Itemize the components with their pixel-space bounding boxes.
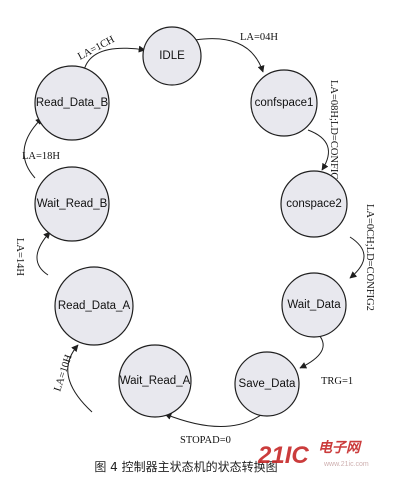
state-label: Wait_Data	[287, 299, 341, 311]
state-wait-read-a: Wait_Read_A	[118, 344, 192, 418]
watermark-logo: 21IC 电子网 www.21ic.com	[257, 439, 369, 469]
state-label: Save_Data	[239, 378, 297, 390]
edge-read-data-b-to-idle	[83, 45, 146, 71]
label-wait-data-to-save-data: TRG=1	[321, 376, 353, 387]
label-idle-to-confspace1: LA=04H	[240, 32, 278, 43]
edge-wait-read-b-to-read-data-b	[23, 117, 43, 179]
edge-wait-data-to-save-data	[299, 334, 324, 369]
state-save-data: Save_Data	[234, 351, 300, 417]
label-save-data-to-wait-read-a: STOPAD=0	[180, 435, 231, 446]
state-label: Wait_Read_B	[37, 198, 108, 210]
state-label: Wait_Read_A	[120, 375, 191, 387]
state-wait-data: Wait_Data	[281, 272, 347, 338]
edge-conspace2-to-wait-data	[349, 236, 365, 279]
label-read-data-b-to-idle: LA=1CH	[76, 34, 117, 63]
figure-caption: 图 4 控制器主状态机的状态转换图	[94, 459, 277, 474]
state-confspace1: confspace1	[250, 69, 318, 137]
state-label: Read_Data_B	[36, 97, 109, 109]
watermark-cn: 电子网	[318, 439, 362, 455]
transition-edges	[23, 38, 365, 427]
edge-idle-to-confspace1	[194, 38, 265, 73]
state-read-data-b: Read_Data_B	[34, 65, 110, 141]
state-label: Read_Data_A	[58, 300, 131, 312]
state-label: conspace2	[286, 198, 342, 210]
label-read-data-a-to-wait-read-b: LA=14H	[14, 238, 25, 276]
edge-wait-read-a-to-read-data-a	[67, 344, 93, 413]
label-confspace1-to-conspace2: LA=08H;LD=CONFIG1	[328, 80, 339, 185]
label-conspace2-to-wait-data: LA=0CH;LD=CONFIG2	[364, 204, 375, 311]
state-label: IDLE	[159, 50, 185, 62]
state-conspace2: conspace2	[280, 170, 348, 238]
label-wait-read-b-to-read-data-b: LA=18H	[22, 151, 60, 162]
label-wait-read-a-to-read-data-a: LA=10H	[52, 353, 74, 393]
state-read-data-a: Read_Data_A	[54, 266, 134, 346]
edge-read-data-a-to-wait-read-b	[36, 231, 51, 276]
edge-confspace1-to-conspace2	[307, 129, 329, 171]
edge-save-data-to-wait-read-a	[164, 411, 266, 427]
watermark-brand: 21IC	[257, 442, 309, 469]
watermark-url: www.21ic.com	[323, 461, 369, 468]
state-idle: IDLE	[142, 26, 202, 86]
state-label: confspace1	[255, 97, 314, 109]
state-wait-read-b: Wait_Read_B	[34, 166, 110, 242]
